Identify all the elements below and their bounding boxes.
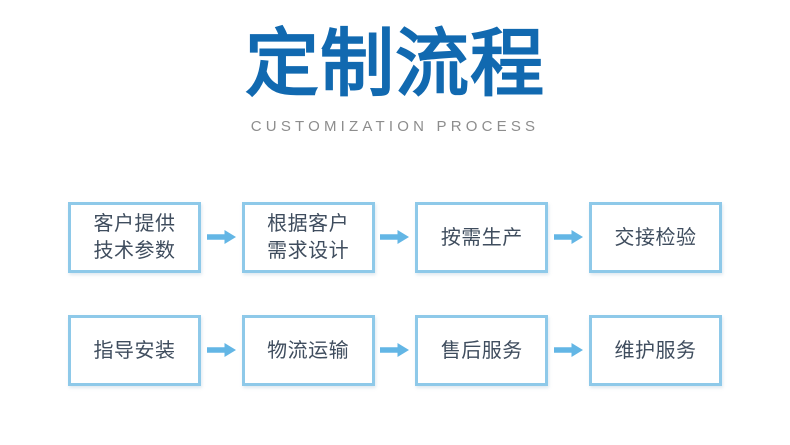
arrow-right-icon: [549, 227, 589, 247]
step-box-8[interactable]: 维护服务: [588, 314, 722, 386]
step-box-7[interactable]: 售后服务: [415, 314, 549, 386]
step-box-4[interactable]: 交接检验: [588, 201, 722, 273]
step-label-1: 客户提供 技术参数: [93, 211, 176, 262]
step-box-1[interactable]: 客户提供 技术参数: [68, 201, 201, 273]
step-label-5: 指导安装: [93, 338, 176, 362]
step-label-4: 交接检验: [614, 225, 697, 249]
flow-row-2: 指导安装 物流运输 售后服务 维护服务: [68, 314, 722, 386]
page-title: 定制流程: [245, 21, 545, 107]
page-subtitle: CUSTOMIZATION PROCESS: [250, 118, 540, 135]
arrow-right-icon: [549, 340, 589, 360]
arrow-right-icon: [201, 340, 241, 360]
step-label-8: 维护服务: [614, 338, 697, 362]
arrow-right-icon: [375, 340, 415, 360]
step-box-2[interactable]: 根据客户 需求设计: [241, 201, 375, 273]
step-box-5[interactable]: 指导安装: [68, 314, 201, 386]
arrow-right-icon: [375, 227, 415, 247]
step-box-6[interactable]: 物流运输: [241, 314, 375, 386]
step-label-2: 根据客户 需求设计: [267, 211, 350, 262]
step-label-7: 售后服务: [440, 338, 523, 362]
header: 定制流程 CUSTOMIZATION PROCESS: [0, 18, 790, 136]
arrow-right-icon: [201, 227, 241, 247]
step-box-3[interactable]: 按需生产: [415, 201, 549, 273]
step-label-6: 物流运输: [267, 338, 350, 362]
flow-row-1: 客户提供 技术参数 根据客户 需求设计 按需生产 交接检验: [68, 201, 722, 273]
step-label-3: 按需生产: [440, 225, 523, 249]
